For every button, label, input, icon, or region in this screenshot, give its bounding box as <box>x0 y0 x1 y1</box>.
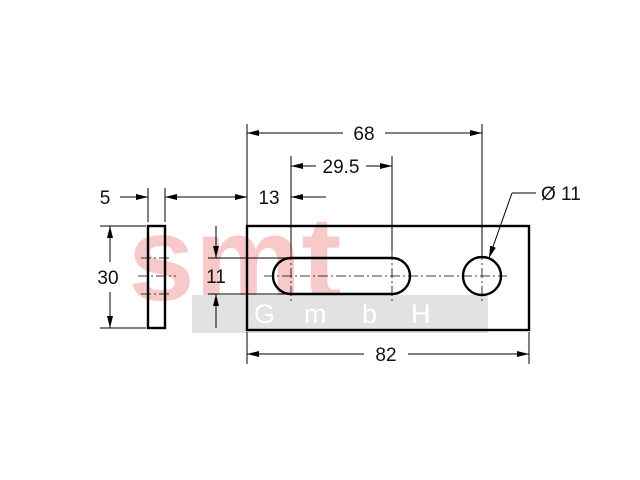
dim-11-label: 11 <box>206 267 226 288</box>
watermark: smt G m b H <box>128 192 488 333</box>
front-view <box>245 224 531 332</box>
watermark-letter-h: H <box>411 299 431 329</box>
dim-29-5-label: 29.5 <box>323 157 360 178</box>
dim-30: 30 <box>97 225 146 329</box>
dim-82-label: 82 <box>375 345 396 366</box>
side-view-outline <box>146 224 167 330</box>
dim-68: 68 <box>246 124 483 255</box>
diameter-label: Ø 11 <box>541 184 581 205</box>
dim-29-5: 29.5 <box>290 156 393 250</box>
dim-30-label: 30 <box>97 268 118 289</box>
watermark-letter-m: m <box>304 299 327 329</box>
dim-13: 13 <box>176 188 326 209</box>
dim-5: 5 <box>100 188 192 222</box>
watermark-letter-b: b <box>362 299 377 329</box>
side-view <box>138 224 176 330</box>
dim-13-label: 13 <box>258 188 279 209</box>
diameter-leader-arrow <box>488 192 513 259</box>
dim-82: 82 <box>246 332 530 366</box>
dim-5-label: 5 <box>100 188 111 209</box>
dim-11: 11 <box>206 226 291 328</box>
watermark-letter-g: G <box>254 299 275 329</box>
dim-diameter: Ø 11 <box>488 184 581 259</box>
plate-outline <box>245 224 531 332</box>
dim-68-label: 68 <box>353 124 374 145</box>
watermark-band <box>192 295 488 333</box>
